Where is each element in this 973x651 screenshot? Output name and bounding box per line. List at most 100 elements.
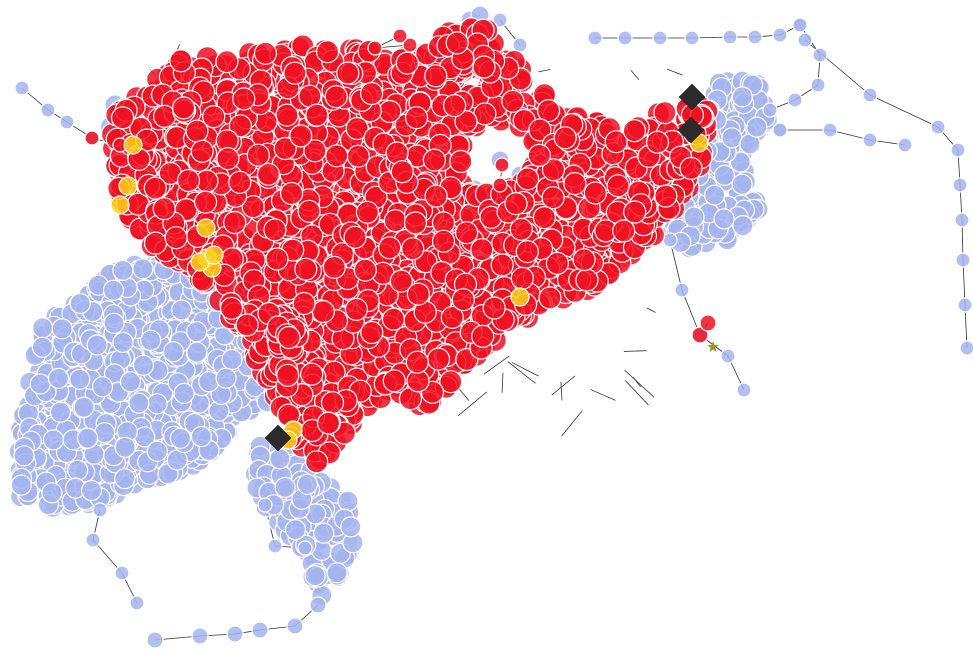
red-node [300, 362, 324, 386]
blue-node [959, 340, 973, 356]
blue-node [732, 215, 754, 237]
blue-node [713, 164, 736, 186]
blue-node [59, 114, 75, 130]
blue-node [731, 173, 753, 195]
red-node [381, 307, 406, 331]
red-node [449, 149, 473, 174]
blue-node [49, 401, 72, 423]
blue-node [40, 102, 56, 118]
yellow-highlight-node [118, 176, 138, 196]
red-node [395, 51, 419, 75]
red-node [297, 199, 321, 223]
red-node [455, 221, 479, 245]
red-node [406, 282, 430, 306]
blue-node [191, 627, 209, 645]
red-node [378, 236, 402, 260]
red-node [143, 176, 167, 200]
blue-node [102, 279, 125, 301]
blue-node [41, 482, 63, 504]
red-node [612, 219, 636, 243]
blue-node [80, 479, 103, 502]
red-node [324, 84, 348, 109]
red-node [194, 190, 218, 214]
red-node [403, 211, 428, 235]
red-node [383, 209, 407, 233]
graph-edge [507, 361, 536, 384]
red-node [246, 143, 270, 167]
red-node [431, 229, 456, 253]
blue-node [140, 329, 162, 351]
red-node [509, 217, 533, 241]
blue-node [91, 376, 114, 398]
blue-node [14, 80, 30, 96]
red-node [378, 99, 402, 124]
red-node [277, 325, 301, 350]
red-node [623, 200, 647, 224]
blue-node [952, 177, 968, 193]
red-node [305, 450, 329, 474]
blue-node [73, 396, 95, 418]
red-node [346, 144, 370, 168]
blue-node [284, 518, 307, 541]
blue-node [146, 440, 168, 462]
blue-node [492, 12, 508, 28]
blue-node [112, 331, 134, 353]
red-node [679, 156, 703, 180]
graph-edge [483, 355, 510, 375]
red-node [541, 186, 565, 210]
red-node [443, 93, 467, 118]
graph-edge [560, 381, 563, 401]
blue-node [129, 595, 145, 611]
blue-node [720, 348, 736, 364]
blue-node [132, 258, 154, 280]
blue-node [792, 17, 808, 33]
blue-node [13, 445, 35, 467]
red-node [401, 237, 425, 261]
red-node [84, 130, 100, 146]
red-node [223, 210, 247, 235]
red-node [276, 363, 300, 387]
blue-node [251, 621, 269, 639]
blue-node [69, 368, 91, 390]
red-node [563, 172, 587, 196]
blue-node [674, 282, 690, 298]
blue-node [326, 562, 348, 584]
red-node [490, 253, 514, 277]
red-node [164, 226, 188, 250]
red-node [289, 124, 313, 148]
red-node [654, 184, 678, 208]
blue-node [221, 348, 243, 371]
yellow-highlight-node [110, 195, 130, 215]
blue-node [930, 119, 946, 135]
graph-edge [511, 362, 539, 377]
red-node [445, 31, 469, 55]
blue-node [340, 516, 362, 538]
blue-node [297, 540, 313, 556]
red-node [143, 231, 168, 255]
blue-node [683, 206, 705, 228]
red-node [219, 296, 244, 320]
blue-node [119, 371, 142, 393]
blue-node [274, 476, 296, 498]
red-node [392, 28, 408, 44]
blue-node [31, 317, 54, 339]
blue-node [29, 373, 51, 395]
red-node [265, 247, 289, 271]
red-node [553, 126, 577, 150]
graph-edge [501, 372, 504, 393]
red-node [172, 96, 196, 120]
blue-node [617, 30, 633, 46]
blue-node [587, 30, 603, 46]
red-node [169, 49, 193, 73]
graph-edge [538, 68, 551, 73]
red-node [185, 119, 209, 143]
blue-node [47, 367, 70, 389]
blue-node [128, 392, 150, 414]
red-node [228, 170, 252, 194]
graph-edge [869, 94, 939, 128]
red-node [382, 369, 406, 393]
graph-edge [561, 410, 583, 437]
red-node [110, 106, 135, 130]
red-node [532, 206, 557, 230]
blue-node [267, 538, 283, 554]
